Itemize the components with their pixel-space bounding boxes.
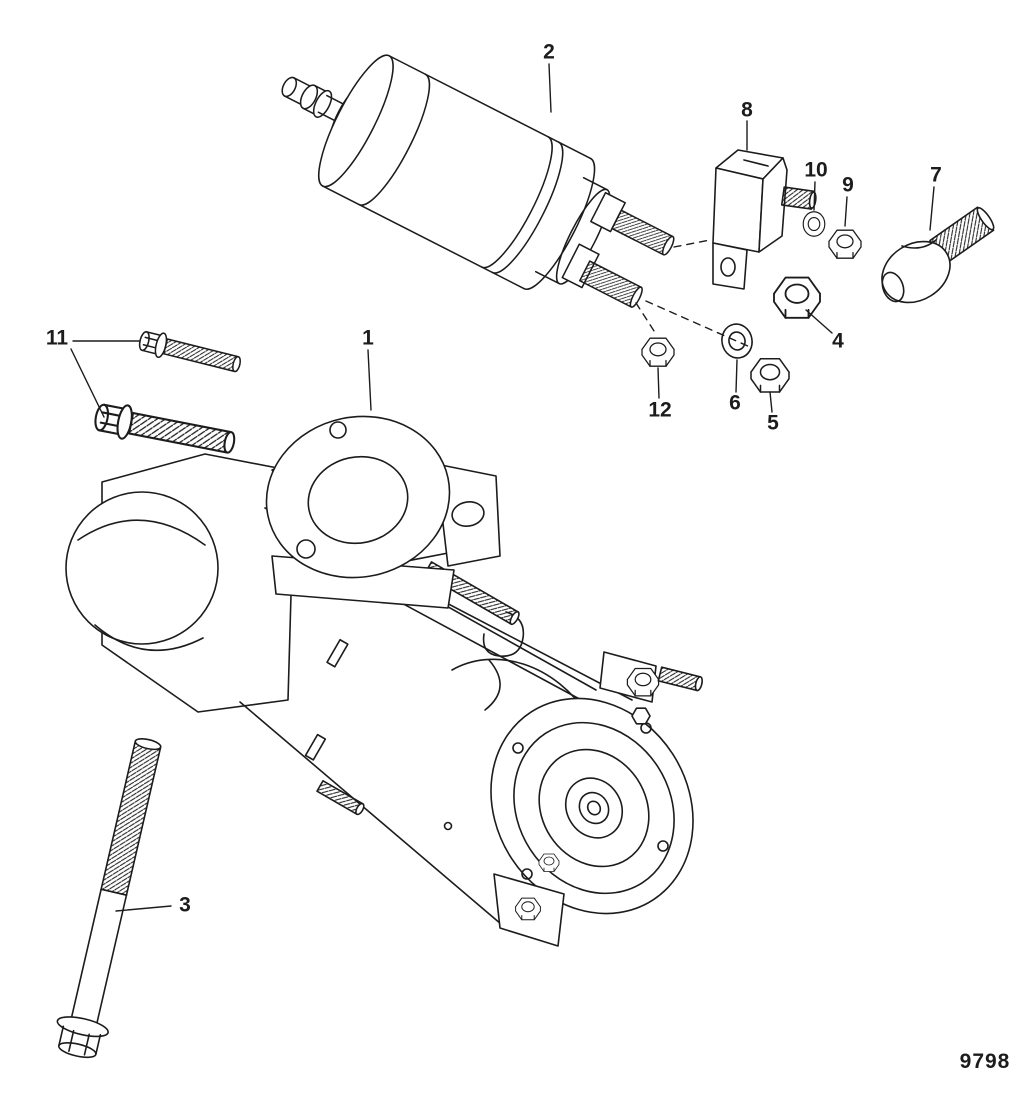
hex-nut-9 — [828, 229, 862, 259]
solenoid — [281, 54, 675, 308]
callout-label-2: 2 — [543, 40, 555, 64]
callout-label-1: 1 — [362, 326, 374, 350]
leader-4 — [805, 309, 833, 334]
leader-5 — [769, 391, 773, 413]
small-bolt-upper — [136, 327, 244, 378]
leader-10 — [813, 181, 816, 211]
hex-nut-4 — [773, 276, 821, 319]
clamp-bracket — [265, 415, 501, 609]
small-mounting-bolts — [91, 327, 244, 461]
callout-label-6: 6 — [729, 391, 741, 415]
leader-7 — [929, 186, 935, 231]
callout-label-10: 10 — [804, 158, 828, 182]
figure-number: 9798 — [959, 1050, 1011, 1073]
callout-label-9: 9 — [842, 173, 854, 197]
callout-label-11: 11 — [45, 326, 69, 350]
leader-1 — [367, 349, 372, 411]
callout-label-12: 12 — [648, 398, 672, 422]
small-bolt-lower — [91, 398, 239, 461]
terminal-block — [712, 149, 817, 290]
solenoid-stud-upper — [611, 209, 675, 256]
nose-housing — [65, 453, 293, 713]
callout-label-8: 8 — [741, 98, 753, 122]
leader-12 — [657, 367, 660, 399]
leader-3 — [115, 905, 172, 912]
leader-11b — [70, 348, 105, 418]
foot-bracket — [493, 853, 565, 947]
long-mounting-bolt — [56, 738, 162, 1059]
leader-2 — [548, 63, 552, 113]
callout-label-3: 3 — [179, 893, 191, 917]
foot-bolt-head — [515, 897, 541, 921]
body-bolt-head — [538, 853, 560, 872]
solenoid-stud-lower — [578, 260, 643, 308]
hex-nut-12 — [641, 337, 675, 367]
assembly-dashed-lines — [635, 239, 751, 348]
leader-6 — [735, 359, 738, 393]
body-through-stud-lower — [316, 780, 365, 816]
washer-10 — [802, 211, 826, 237]
hex-nut-5 — [750, 358, 790, 393]
leader-9 — [844, 196, 848, 227]
callout-label-7: 7 — [930, 163, 942, 187]
rubber-boot — [881, 206, 995, 304]
washer-6 — [717, 320, 757, 362]
starter-motor — [65, 415, 703, 947]
callout-label-4: 4 — [832, 329, 844, 353]
callout-leader-lines — [70, 63, 935, 912]
callout-label-5: 5 — [767, 411, 779, 435]
motor-terminal — [599, 651, 703, 703]
